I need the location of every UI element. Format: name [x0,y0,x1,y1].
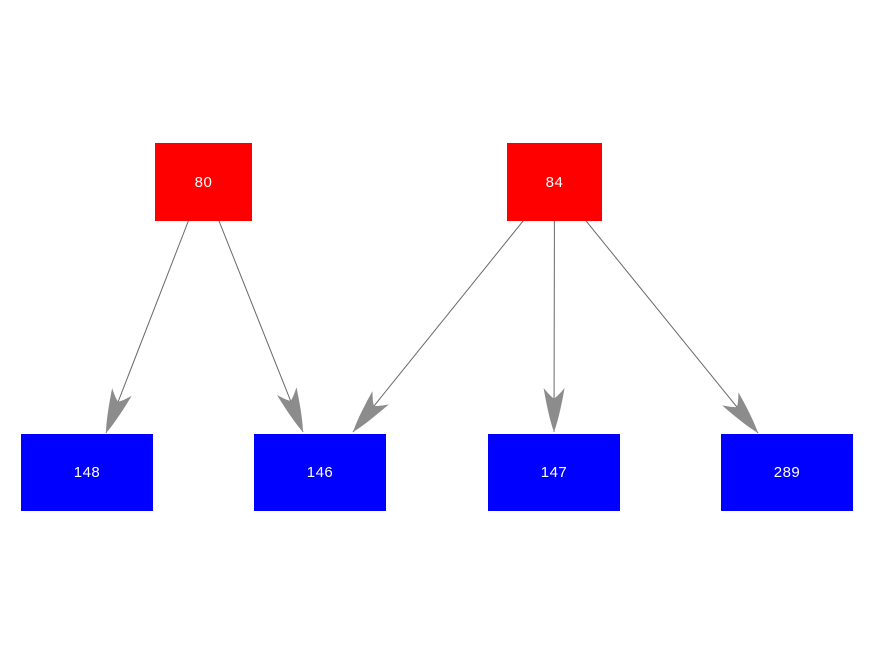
arrowhead-icon [543,387,565,432]
edge-line-80-146 [203,181,304,433]
node-label-80: 80 [194,173,213,191]
edge-line-84-147 [553,181,555,433]
arrowhead-icon [276,387,303,432]
node-label-289: 289 [773,464,801,481]
node-box-147: 147 [488,434,620,511]
node-box-84: 84 [507,143,602,221]
edge-line-84-289 [554,181,759,434]
edge-line-80-148 [105,181,204,434]
arrowhead-icon [722,392,758,433]
node-label-84: 84 [545,173,564,191]
node-label-148: 148 [73,464,101,481]
edge-line-84-146 [352,181,555,433]
arrowhead-icon [106,388,132,433]
node-box-148: 148 [21,434,153,511]
node-box-146: 146 [254,434,386,511]
node-box-80: 80 [155,143,252,221]
node-label-146: 146 [306,464,334,481]
node-box-289: 289 [721,434,853,511]
node-label-147: 147 [540,464,568,481]
arrowhead-icon [353,391,389,432]
